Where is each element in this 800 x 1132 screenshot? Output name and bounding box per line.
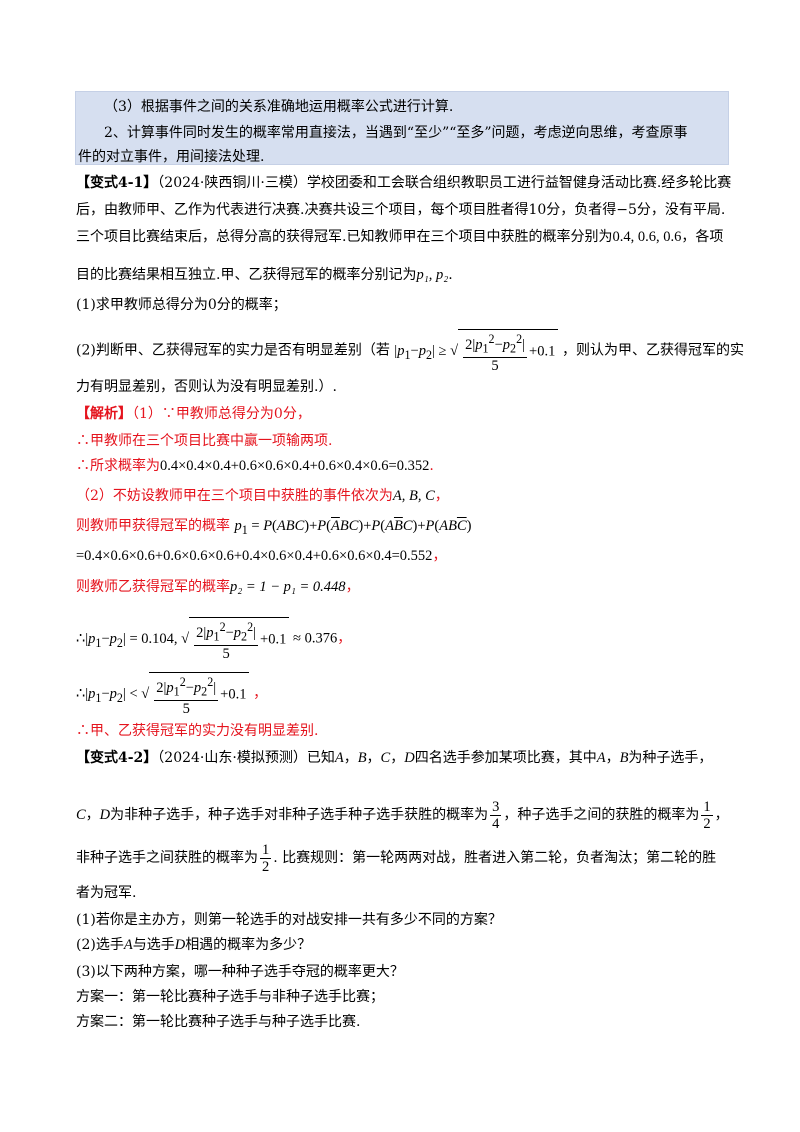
box-line-3: 件的对立事件，用间接法处理. bbox=[78, 149, 265, 165]
solution-tag: 【解析】 bbox=[76, 406, 132, 422]
problem-4-2-line-1: 【变式4-2】（2024·山东·模拟预测）已知A，B，C，D四名选手参加某项比赛… bbox=[76, 750, 713, 766]
problem-4-2-tag: 【变式4-2】 bbox=[76, 750, 158, 766]
question-4-2-1: (1)若你是主办方，则第一轮选手的对战安排一共有多少不同的方案？ bbox=[76, 912, 502, 928]
question-4-2-3: (3)以下两种方案，哪一种种子选手夺冠的概率更大？ bbox=[76, 964, 404, 980]
criterion-formula: |p1−p2| ≥ √2|p12−p22|5+0.1 bbox=[394, 329, 562, 374]
solution-line-8: ∴|p1−p2| = 0.104, √2|p12−p22|5+0.1 ≈ 0.3… bbox=[76, 617, 351, 662]
difference-formula: ∴|p1−p2| = 0.104, √2|p12−p22|5+0.1 bbox=[76, 617, 293, 662]
question-4-2-2: (2)选手A与选手D相遇的概率为多少？ bbox=[76, 937, 312, 953]
solution-line-1: 【解析】（1）∵甲教师总得分为0分， bbox=[76, 406, 311, 422]
solution-line-10: ∴甲、乙获得冠军的实力没有明显差别. bbox=[76, 723, 319, 739]
solution-line-5: 则教师甲获得冠军的概率 p1 = P(ABC)+P(ABC)+P(ABC)+P(… bbox=[76, 518, 472, 537]
question-4-1-2-cont: 力有明显差别，否则认为没有明显差别.）. bbox=[76, 379, 337, 395]
problem-4-1-line-2: 后，由教师甲、乙作为代表进行决赛.决赛共设三个项目，每个项目胜者得10分，负者得… bbox=[76, 202, 726, 218]
problem-4-1-line-3: 三个项目比赛结束后，总得分高的获得冠军.已知教师甲在三个项目中获胜的概率分别为0… bbox=[76, 229, 724, 245]
box-line-2: 2、计算事件同时发生的概率常用直接法，当遇到“至少”“至多”问题，考虑逆向思维，… bbox=[104, 125, 688, 141]
scheme-1: 方案一：第一轮比赛种子选手与非种子选手比赛； bbox=[76, 989, 384, 1005]
solution-line-3: ∴所求概率为0.4×0.4×0.4+0.6×0.6×0.4+0.6×0.4×0.… bbox=[76, 458, 434, 474]
problem-4-1-line-1: 【变式4-1】（2024·陕西铜川·三模）学校团委和工会联合组织教职员工进行益智… bbox=[76, 175, 732, 191]
solution-line-9: ∴|p1−p2| < √2|p12−p22|5+0.1 ， bbox=[76, 672, 267, 717]
p1-formula: p1 = P(ABC)+P(ABC)+P(ABC)+P(ABC) bbox=[234, 518, 472, 537]
solution-line-6: =0.4×0.6×0.6+0.6×0.6×0.6+0.4×0.6×0.4+0.6… bbox=[76, 548, 447, 564]
problem-4-1-line-4: 目的比赛结果相互独立.甲、乙获得冠军的概率分别记为p₁, p₂. bbox=[76, 267, 453, 283]
method-summary-box bbox=[75, 91, 729, 165]
solution-line-4: （2）不妨设教师甲在三个项目中获胜的事件依次为A, B, C， bbox=[76, 488, 449, 504]
box-line-1: （3）根据事件之间的关系准确地运用概率公式进行计算. bbox=[104, 99, 454, 115]
solution-line-2: ∴甲教师在三个项目比赛中赢一项输两项. bbox=[76, 433, 333, 449]
comparison-formula: ∴|p1−p2| < √2|p12−p22|5+0.1 bbox=[76, 672, 253, 717]
question-4-1-1: (1)求甲教师总得分为0分的概率； bbox=[76, 297, 287, 313]
problem-4-2-line-4: 者为冠军. bbox=[76, 885, 137, 901]
problem-4-1-tag: 【变式4-1】 bbox=[76, 175, 158, 191]
solution-line-7: 则教师乙获得冠军的概率p₂ = 1 − p₁ = 0.448， bbox=[76, 579, 360, 595]
scheme-2: 方案二：第一轮比赛种子选手与种子选手比赛. bbox=[76, 1014, 361, 1030]
question-4-1-2: (2)判断甲、乙获得冠军的实力是否有明显差别（若 |p1−p2| ≥ √2|p1… bbox=[76, 329, 744, 374]
